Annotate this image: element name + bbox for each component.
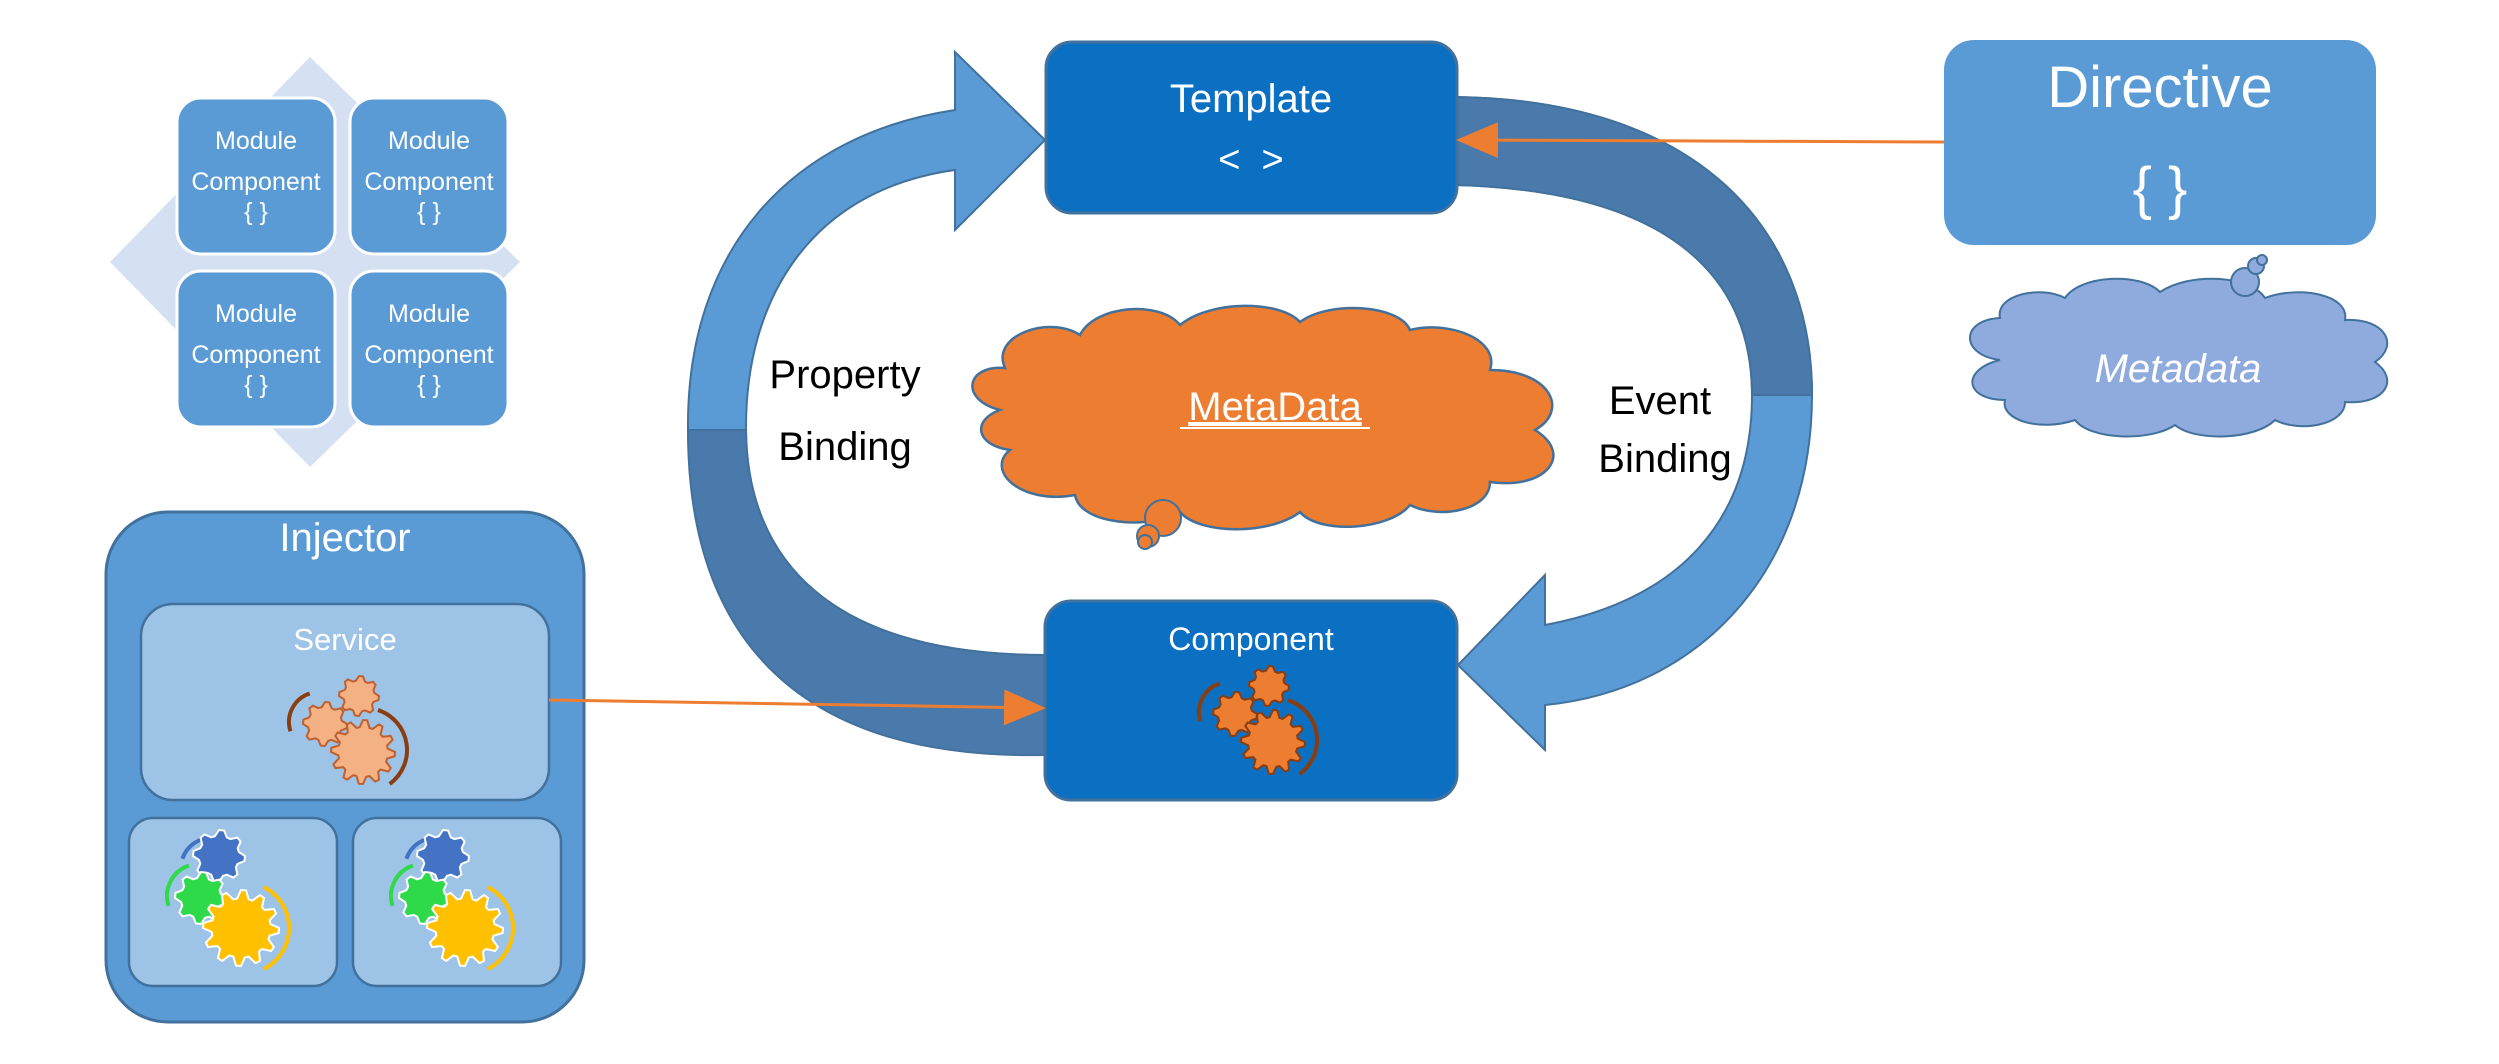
event-binding-arrow [1454, 95, 1814, 753]
gear-shape [337, 674, 381, 718]
gear-shape [1239, 708, 1307, 776]
directive-metadata-cloud: Metadata [1969, 254, 2389, 438]
service-to-component-arrow [548, 689, 1046, 726]
module-card-line3: { } [417, 371, 441, 399]
template-box[interactable]: Template < > [1044, 40, 1459, 215]
gear-shape [201, 888, 281, 968]
gear-shape [191, 828, 247, 884]
directive-metadata-label: Metadata [2095, 347, 2262, 391]
injector-panel[interactable]: Injector Service [104, 510, 586, 1024]
module-card-line1: Module [388, 127, 470, 155]
gear-shape [329, 718, 397, 786]
module-card-line1: Module [388, 300, 470, 328]
gear-arc [486, 885, 515, 971]
directive-symbol: { } [2133, 156, 2188, 221]
component-gears-icon [1197, 664, 1319, 776]
gear-shape [415, 828, 471, 884]
gear-arc [377, 708, 409, 786]
service-box[interactable]: Service [139, 602, 551, 802]
injector-title: Injector [279, 516, 410, 560]
injector-subbox-right[interactable] [351, 816, 563, 988]
gear-arc [165, 863, 190, 907]
service-label: Service [293, 622, 396, 657]
module-card-line2: Component [364, 168, 493, 196]
gear-shape [425, 888, 505, 968]
module-card-line3: { } [244, 371, 268, 399]
module-card-line2: Component [364, 341, 493, 369]
property-binding-label-line2: Binding [778, 425, 911, 469]
colored-gears-icon [165, 828, 291, 971]
gear-arc [262, 885, 291, 971]
module-card[interactable]: Module Component { } [348, 96, 510, 256]
module-card-line2: Component [191, 168, 320, 196]
service-gears-icon [287, 674, 409, 786]
property-binding-arrow [686, 49, 1047, 757]
component-box[interactable]: Component [1043, 599, 1459, 802]
template-symbol: < > [1218, 139, 1284, 181]
metadata-cloud-label: MetaData [1188, 385, 1362, 429]
directive-box[interactable]: Directive { } [1944, 40, 2376, 245]
directive-to-template-arrow [1456, 122, 1945, 159]
property-binding-label-line1: Property [769, 353, 920, 397]
module-grid: Module Component { } Module Component { … [110, 57, 520, 467]
module-card-line1: Module [215, 300, 297, 328]
injector-subbox-left[interactable] [127, 816, 339, 988]
gear-arc [287, 691, 311, 732]
module-card-line1: Module [215, 127, 297, 155]
module-card-line3: { } [244, 198, 268, 226]
module-card[interactable]: Module Component { } [348, 269, 510, 429]
metadata-cloud: MetaData [971, 304, 1555, 550]
template-title: Template [1170, 77, 1332, 121]
module-card-line3: { } [417, 198, 441, 226]
gear-arc [1197, 681, 1221, 722]
component-title: Component [1168, 621, 1334, 657]
module-card[interactable]: Module Component { } [175, 269, 337, 429]
colored-gears-icon [389, 828, 515, 971]
gear-shape [1247, 664, 1291, 708]
event-binding-label-line2: Binding [1598, 437, 1731, 481]
gear-arc [389, 863, 414, 907]
module-card-line2: Component [191, 341, 320, 369]
gear-arc [1287, 698, 1319, 776]
directive-title: Directive [2047, 55, 2273, 120]
module-card[interactable]: Module Component { } [175, 96, 337, 256]
event-binding-label-line1: Event [1609, 379, 1711, 423]
